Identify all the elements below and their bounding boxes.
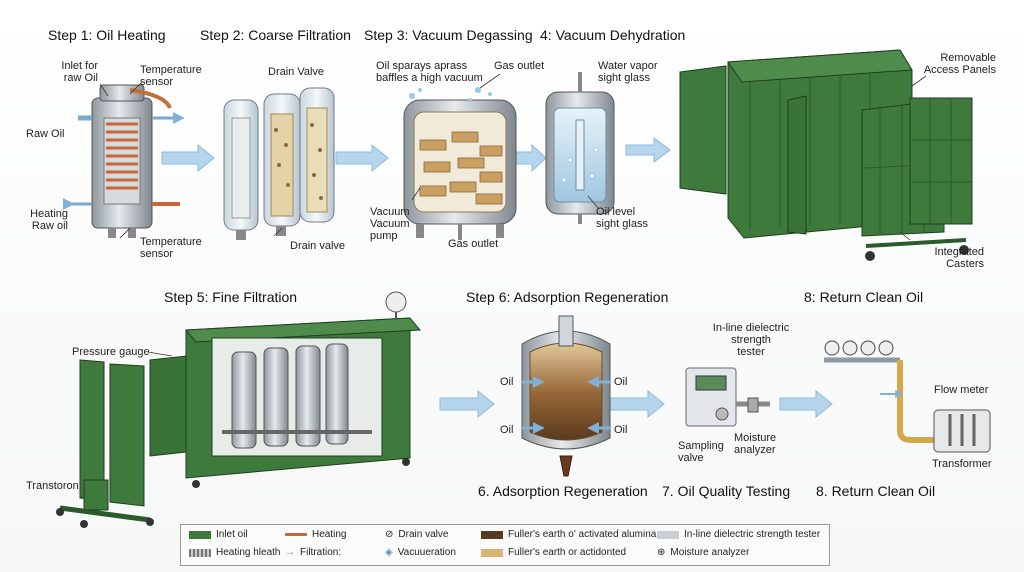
legend-label: Inlet oil [216, 529, 248, 540]
label-raw-oil: Raw Oil [26, 128, 65, 140]
label-oil-level-sight-glass: Oil level sight glass [596, 206, 648, 231]
legend-label: Moisture analyzer [670, 547, 750, 558]
step5-title: Step 5: Fine Filtration [164, 289, 298, 305]
label-flow-meter: Flow meter [934, 384, 989, 396]
label-integrated-casters: Integrated Casters [934, 246, 984, 271]
label-oil-right-lower: Oil [614, 424, 628, 436]
legend-swatch-tan [481, 548, 503, 557]
oil-heater-vessel [62, 84, 185, 238]
label-transtoron: Transtoron [26, 480, 79, 492]
fine-filter-cartridges [231, 343, 349, 449]
step8-title: 8: Return Clean Oil [804, 289, 924, 305]
label-sampling-valve: Sampling valve [678, 440, 724, 465]
legend-label: Fuller's earth o' activated alumina [508, 529, 657, 540]
legend-label: Filtration: [300, 547, 342, 558]
vacuum-degassing-chamber [403, 87, 517, 240]
legend-item-inlet-oil: Inlet oil [189, 529, 248, 540]
filtration-container-unit [679, 49, 973, 261]
legend-swatch-heating [285, 533, 307, 536]
legend-item-heating: Heating [285, 529, 346, 540]
label-inlet-raw-oil: Inlet for raw Oil [61, 60, 98, 85]
label-vacuum-pump: Vacuum Vacuum pump [370, 206, 410, 243]
drain-valve-icon: ⊘ [385, 529, 394, 540]
legend-swatch-sheath [189, 548, 211, 557]
leader-lines [99, 73, 927, 357]
label-oil-left-lower: Oil [500, 424, 514, 436]
legend-swatch-grey [657, 530, 679, 539]
legend-item-fullers-actidonted: Fuller's earth or actidonted [481, 547, 626, 558]
step6-title: Step 6: Adsorption Regeneration [466, 289, 669, 305]
step3-title: Step 3: Vacuum Degassing [364, 27, 533, 43]
legend-item-filtration: → Filtration: [285, 547, 341, 558]
label-temperature-sensor-bottom: Temperature sensor [140, 236, 202, 261]
fine-filtration-container [56, 291, 422, 528]
label-water-vapor-sight-glass: Water vapor sight glass [598, 60, 658, 85]
legend-item-moisture: ⊕ Moisture analyzer [657, 547, 749, 558]
legend-item-heating-sheath: Heating hleath [189, 547, 281, 558]
step4-title: 4: Vacuum Dehydration [540, 27, 686, 43]
label-gas-outlet-top: Gas outlet [494, 60, 545, 72]
label-oil-right-upper: Oil [614, 376, 628, 388]
step7-caption: 7. Oil Quality Testing [662, 483, 791, 499]
arrow-right-icon: → [285, 547, 295, 558]
legend-label: Fuller's earth or actidonted [508, 547, 627, 558]
step2-title: Step 2: Coarse Filtration [200, 27, 351, 43]
label-dielectric-tester: In-line dielectric strength tester [712, 322, 790, 359]
coarse-filter-housings [223, 87, 335, 240]
label-transformer: Transformer [932, 458, 992, 470]
label-pressure-gauge: Pressure gauge [72, 346, 150, 358]
legend-item-drain-valve: ⊘ Drain valve [385, 529, 448, 540]
legend-swatch-brown [481, 530, 503, 539]
label-heating-raw-oil: Heating Raw oil [30, 208, 68, 233]
legend-item-vacuueration: ◈ Vacuueration [385, 547, 456, 558]
label-gas-outlet-bottom: Gas outlet [448, 238, 499, 250]
label-moisture-analyzer: Moisture analyzer [734, 432, 777, 457]
legend-label: In-line dielectric strength tester [684, 529, 821, 540]
legend-label: Vacuueration [397, 547, 456, 558]
label-removable-access-panels: Removable Access Panels [923, 52, 996, 77]
legend-item-fullers-alumina: Fuller's earth o' activated alumina [481, 529, 656, 540]
oil-quality-tester [685, 367, 770, 427]
label-drain-valve-top: Drain Valve [268, 66, 325, 78]
vacuum-dehydration-vessel [545, 72, 615, 224]
vacuum-icon: ◈ [385, 547, 393, 558]
moisture-analyzer-icon: ⊕ [657, 547, 666, 558]
flow-arrows [161, 137, 833, 419]
label-oil-left-upper: Oil [500, 376, 514, 388]
label-drain-valve-bottom: Drain valve [290, 240, 346, 252]
step1-title: Step 1: Oil Heating [48, 27, 166, 43]
return-clean-oil-line [824, 340, 991, 453]
legend-item-dielectric: In-line dielectric strength tester [657, 529, 820, 540]
legend: Inlet oil Heating ⊘ Drain valve Fuller's… [180, 524, 830, 566]
adsorption-column [521, 315, 611, 477]
step6-caption: 6. Adsorption Regeneration [478, 483, 648, 499]
legend-label: Drain valve [398, 529, 449, 540]
legend-label: Heating hleath [216, 547, 281, 558]
label-temperature-sensor-top: Temperature sensor [140, 64, 202, 89]
step8-caption: 8. Return Clean Oil [816, 483, 936, 499]
label-oil-sprays: Oil sparays aprass baffles a high vacuum [376, 60, 483, 85]
legend-swatch-green [189, 530, 211, 539]
legend-label: Heating [312, 529, 347, 540]
